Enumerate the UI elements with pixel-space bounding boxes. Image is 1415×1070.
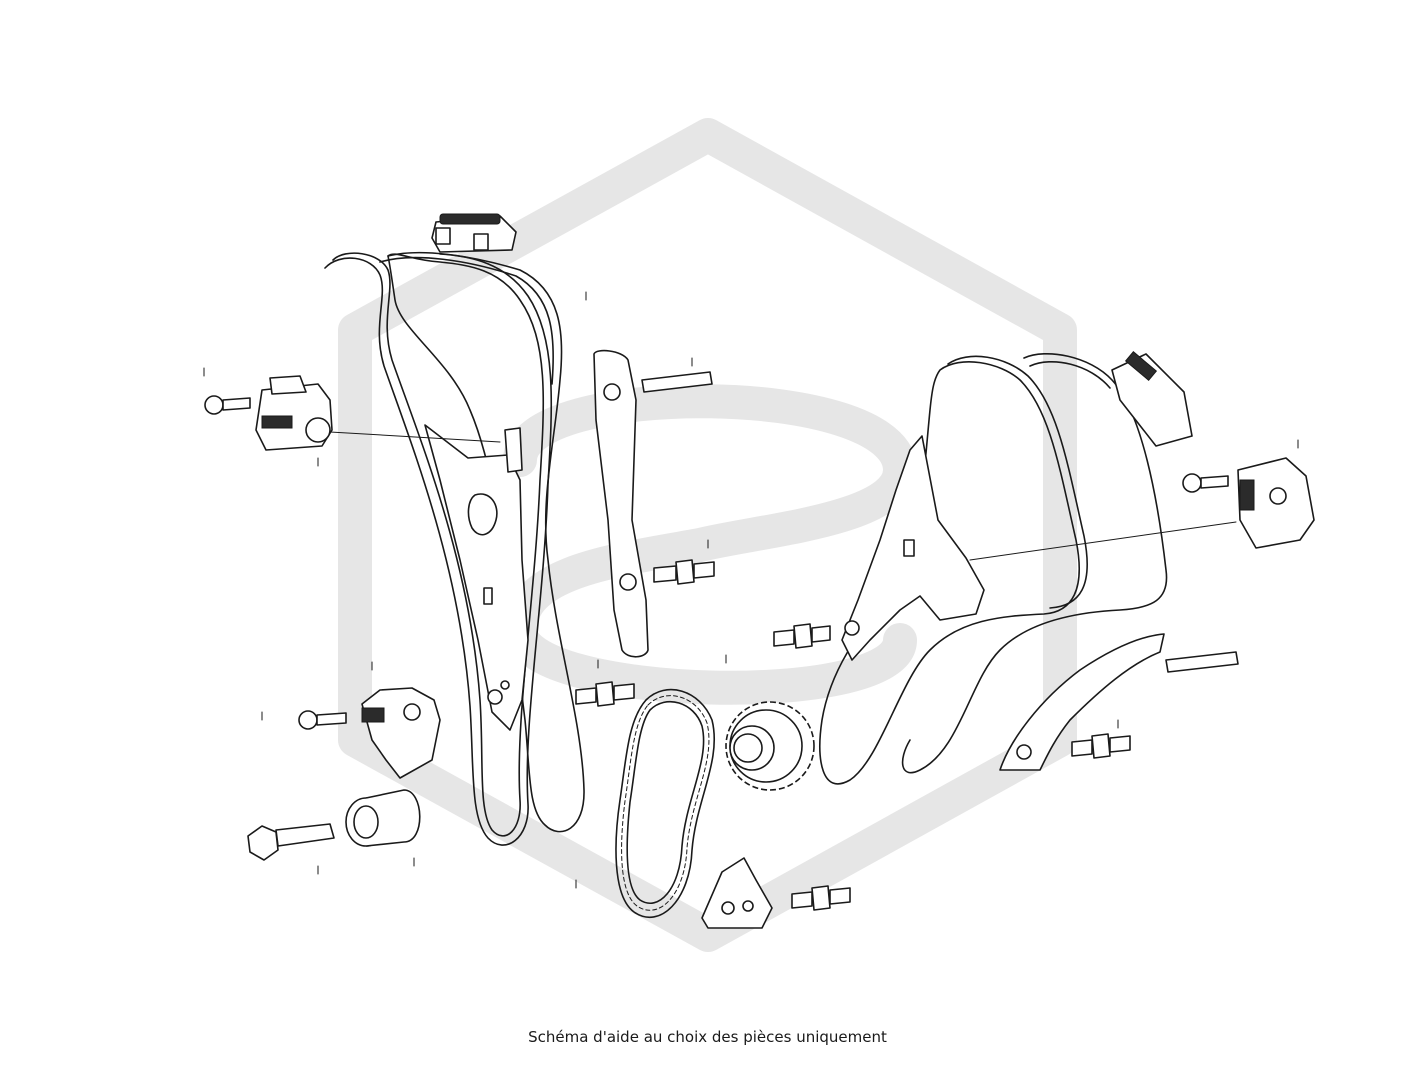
mounting-bolt (204, 395, 251, 415)
callout-ticks (203, 291, 1299, 889)
left-timing-chain (324, 251, 585, 846)
hydraulic-tensioner (1237, 457, 1315, 549)
oil-pump-chain-guide (701, 857, 773, 929)
lower-right-chain-guide (999, 633, 1165, 771)
shoulder-bolt (653, 559, 715, 585)
top-chain-guide (431, 213, 517, 253)
fixed-guide-rail (593, 349, 649, 658)
guide-pin (1165, 651, 1239, 673)
oil-pump-chain (615, 688, 716, 918)
shoulder-bolt (773, 623, 831, 649)
upper-right-chain-guide (1111, 351, 1193, 447)
shoulder-bolt (791, 885, 851, 911)
spacer-sleeve (345, 789, 421, 847)
diagram-caption: Schéma d'aide au choix des pièces unique… (528, 1028, 887, 1046)
hydraulic-tensioner (255, 375, 333, 451)
mounting-bolt (298, 710, 347, 730)
mounting-bolt (1182, 473, 1229, 493)
logo-watermark (338, 118, 1077, 952)
right-tensioner-rail (841, 435, 985, 661)
crankshaft-sprocket (725, 701, 815, 791)
crank-bolt (247, 823, 335, 861)
left-tensioner-rail (424, 424, 529, 731)
guide-pin (641, 371, 713, 393)
lower-chain-tensioner (361, 687, 441, 779)
shoulder-bolt (1071, 733, 1131, 759)
shoulder-bolt (575, 681, 635, 707)
